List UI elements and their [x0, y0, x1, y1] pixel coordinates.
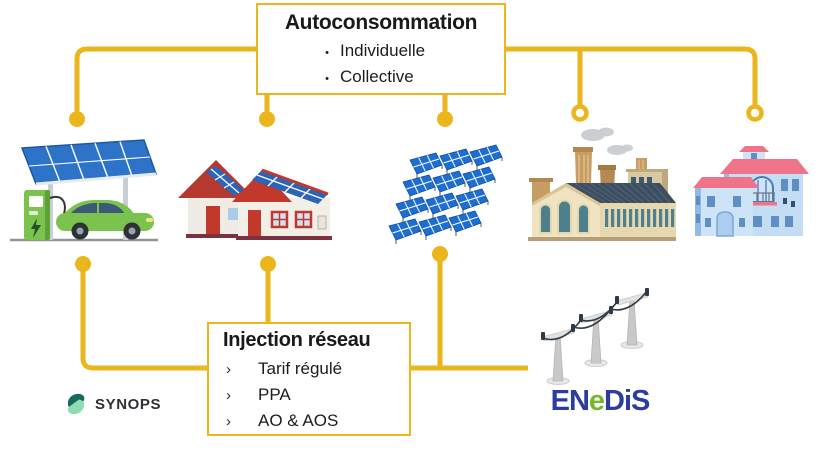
- autoconsommation-box: Autoconsommation • Individuelle • Collec…: [256, 3, 506, 95]
- node-dot-solarfarm-bottom: [432, 246, 448, 262]
- smoke-clouds: [581, 127, 633, 155]
- injection-reseau-title: Injection réseau: [223, 329, 371, 351]
- arched-windows: [539, 199, 590, 234]
- lightning-bolt-icon: [31, 218, 41, 238]
- synops-wordmark: SYNOPS: [95, 395, 162, 413]
- node-dot-houses-top: [259, 111, 275, 127]
- injection-reseau-box: Injection réseau › Tarif régulé › PPA › …: [207, 322, 411, 436]
- solar-houses-illustration: [178, 160, 332, 240]
- electric-car: [56, 200, 154, 240]
- factory-illustration: [528, 127, 676, 241]
- autoconsommation-title: Autoconsommation: [284, 11, 478, 34]
- node-dot-houses-bottom: [260, 256, 276, 272]
- list-item: › AO & AOS: [209, 408, 409, 434]
- synops-logo: SYNOPS: [64, 392, 161, 416]
- injection-list: › Tarif régulé › PPA › AO & AOS: [209, 356, 409, 434]
- list-item: • Individuelle: [258, 39, 504, 65]
- node-ring-factory-top: [571, 104, 589, 122]
- carport-solar-canopy: [20, 139, 158, 186]
- synops-swirl-icon: [67, 393, 85, 415]
- node-dot-carport-top: [69, 111, 85, 127]
- connector-bottom-left-arm: [80, 271, 207, 371]
- connector-top-left-arm: [74, 46, 257, 111]
- list-item: › PPA: [209, 382, 409, 408]
- list-item-label: Collective: [340, 67, 414, 86]
- bullet-icon: •: [325, 73, 329, 85]
- ev-charger: [24, 190, 66, 240]
- solar-panel-array: [388, 144, 503, 245]
- windows: [270, 210, 313, 229]
- enedis-wordmark-e: e: [588, 385, 605, 417]
- power-pylons-illustration: [540, 287, 650, 385]
- enedis-logo: ENeDiS: [534, 385, 666, 417]
- bullet-icon: •: [325, 47, 329, 59]
- list-item-label: Individuelle: [340, 41, 426, 60]
- main-hall: [528, 182, 676, 241]
- node-dot-solarfarm-top: [437, 111, 453, 127]
- front-building: [693, 177, 759, 237]
- residential-buildings-illustration: [693, 146, 809, 237]
- chevron-bullet-icon: ›: [226, 413, 231, 430]
- enedis-wordmark-en: EN: [550, 385, 590, 417]
- list-item-label: Tarif régulé: [258, 359, 343, 378]
- autoconsommation-list: • Individuelle • Collective: [258, 39, 504, 91]
- chevron-bullet-icon: ›: [226, 387, 231, 404]
- list-item: • Collective: [258, 65, 504, 91]
- power-wires: [542, 290, 648, 341]
- chevron-bullet-icon: ›: [226, 361, 231, 378]
- solar-carport-ev-illustration: [10, 139, 158, 242]
- node-dot-carport-bottom: [75, 256, 91, 272]
- enedis-wordmark-dis: DiS: [604, 385, 650, 417]
- node-ring-buildings-top: [746, 104, 764, 122]
- list-item-label: PPA: [258, 385, 291, 404]
- front-house: [232, 168, 332, 240]
- connector-top-right-arm: [506, 46, 758, 106]
- list-item-label: AO & AOS: [258, 411, 339, 430]
- list-item: › Tarif régulé: [209, 356, 409, 382]
- solar-farm-illustration: [388, 144, 503, 245]
